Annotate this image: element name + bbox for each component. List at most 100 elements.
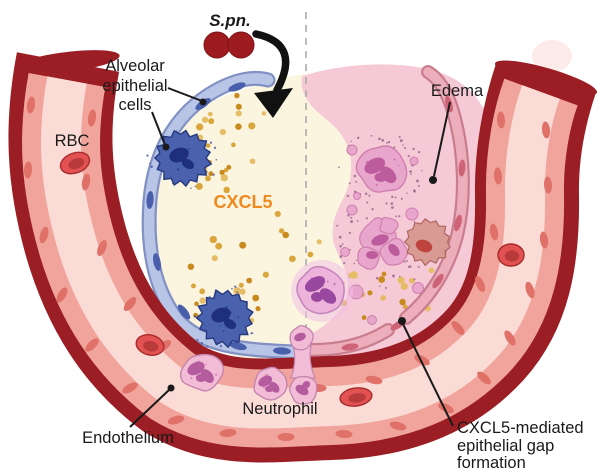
cxcl5-molecule xyxy=(223,167,229,173)
vessel-tip-left xyxy=(14,50,120,74)
label-alveolar-3: cells xyxy=(118,96,151,114)
cxcl5-molecule xyxy=(199,297,206,304)
red-blood-cell xyxy=(135,334,165,356)
bacterium-icon xyxy=(227,31,255,59)
cxcl5-molecule xyxy=(316,239,322,245)
damaged-epithelial-cell xyxy=(403,218,451,267)
cxcl5-molecule xyxy=(367,290,373,296)
cxcl5-molecule xyxy=(205,143,211,148)
cxcl5-molecule xyxy=(209,235,217,244)
pointer-edema xyxy=(433,101,451,177)
label-spn: S.pn. xyxy=(209,11,251,30)
pointer-endothelium xyxy=(129,389,170,428)
cxcl5-molecule xyxy=(400,282,408,290)
cxcl5-molecule xyxy=(278,228,285,234)
cxcl5-molecule xyxy=(248,122,256,130)
cxcl5-molecule xyxy=(205,175,211,182)
secreting-epithelial-cell xyxy=(195,288,254,349)
pointer-dot xyxy=(162,143,170,151)
neutrophil-cell xyxy=(355,145,408,193)
cxcl5-molecule xyxy=(307,251,314,258)
pointer-dot xyxy=(429,176,437,184)
cxcl5-molecule xyxy=(255,306,261,312)
cxcl5-molecule xyxy=(428,267,435,274)
alveolar-neutrophil xyxy=(296,265,346,315)
cxcl5-molecule xyxy=(262,271,269,278)
cxcl5-molecule xyxy=(289,255,296,263)
pointer-dot xyxy=(199,98,207,106)
cxcl5-molecule xyxy=(261,111,267,116)
cxcl5-molecule xyxy=(246,277,253,284)
red-blood-cell xyxy=(497,243,525,267)
infection-arrowhead-icon xyxy=(254,88,293,118)
red-blood-cell xyxy=(339,387,373,407)
cxcl5-molecule xyxy=(231,142,236,148)
label-gap-1: CXCL5-mediated xyxy=(457,419,584,437)
cxcl5-molecule xyxy=(195,123,204,131)
cxcl5-molecule xyxy=(239,288,246,295)
label-edema: Edema xyxy=(431,82,484,100)
cxcl5-molecule xyxy=(235,103,242,110)
vessel-contents xyxy=(23,96,553,441)
label-cxcl5: CXCL5 xyxy=(213,192,272,212)
pointer-dot xyxy=(167,384,175,392)
pointer-alveolar-1 xyxy=(167,87,203,102)
neutrophil-cell xyxy=(179,353,224,392)
infection-arrow xyxy=(252,30,290,94)
free-cells xyxy=(146,129,451,349)
cxcl5-molecule xyxy=(397,276,405,284)
label-neutrophil: Neutrophil xyxy=(242,400,317,418)
label-gap-2: epithelial gap xyxy=(457,437,554,455)
pointer-alveolar-2 xyxy=(151,111,166,146)
cxcl5-molecule xyxy=(208,171,214,177)
cxcl5-molecule xyxy=(408,277,415,284)
cxcl5-molecule xyxy=(195,182,203,190)
cxcl5-molecule xyxy=(274,210,281,218)
cxcl5-molecule xyxy=(219,169,225,175)
label-gap-3: formation xyxy=(457,454,526,472)
cxcl5-molecule xyxy=(194,301,199,307)
blood-vessel xyxy=(8,40,598,463)
vessel-tip-right xyxy=(494,60,598,96)
cxcl5-molecule xyxy=(208,118,215,125)
cxcl5-molecule xyxy=(238,282,244,288)
cxcl5-molecule xyxy=(239,241,247,249)
cxcl5-molecule xyxy=(215,242,223,250)
pointer-gap xyxy=(402,323,454,427)
label-rbc: RBC xyxy=(55,132,90,150)
cxcl5-molecule xyxy=(233,287,241,295)
cxcl5-molecule xyxy=(282,231,289,239)
label-alveolar-1: Alveolar xyxy=(105,57,165,75)
cxcl5-molecule xyxy=(211,255,218,262)
cxcl5-molecule xyxy=(235,123,242,130)
cxcl5-molecule xyxy=(380,294,387,301)
cxcl5-molecule xyxy=(381,271,387,277)
cxcl5-molecule xyxy=(399,298,406,306)
cxcl5-molecule xyxy=(191,283,196,289)
secreting-epithelial-cell xyxy=(153,129,213,188)
cxcl5-molecule xyxy=(402,304,408,310)
cxcl5-molecule xyxy=(187,263,195,270)
pointer-dot xyxy=(398,317,406,325)
neutrophil-cell xyxy=(253,366,288,401)
cxcl5-molecule xyxy=(207,111,213,117)
label-alveolar-2: epithelial xyxy=(102,77,167,95)
cxcl5-molecule xyxy=(378,276,386,283)
bacterium-icon xyxy=(203,31,231,59)
transmigrating-neutrophil xyxy=(289,324,318,405)
cxcl5-molecule xyxy=(234,92,240,99)
pathogen xyxy=(203,30,293,118)
label-endothelium: Endothelium xyxy=(82,429,174,447)
cxcl5-molecule xyxy=(361,315,367,320)
vessel-lumen xyxy=(41,76,560,429)
cxcl5-molecule xyxy=(249,158,256,165)
cxcl5-molecule xyxy=(201,116,209,123)
cxcl5-molecule xyxy=(220,174,228,182)
cxcl5-molecule xyxy=(235,110,242,117)
red-blood-cell xyxy=(59,151,91,175)
labels: S.pn. Alveolar epithelial cells RBC CXCL… xyxy=(55,11,584,472)
cxcl5-molecule xyxy=(219,128,227,136)
vessel-fadeout xyxy=(532,40,572,72)
